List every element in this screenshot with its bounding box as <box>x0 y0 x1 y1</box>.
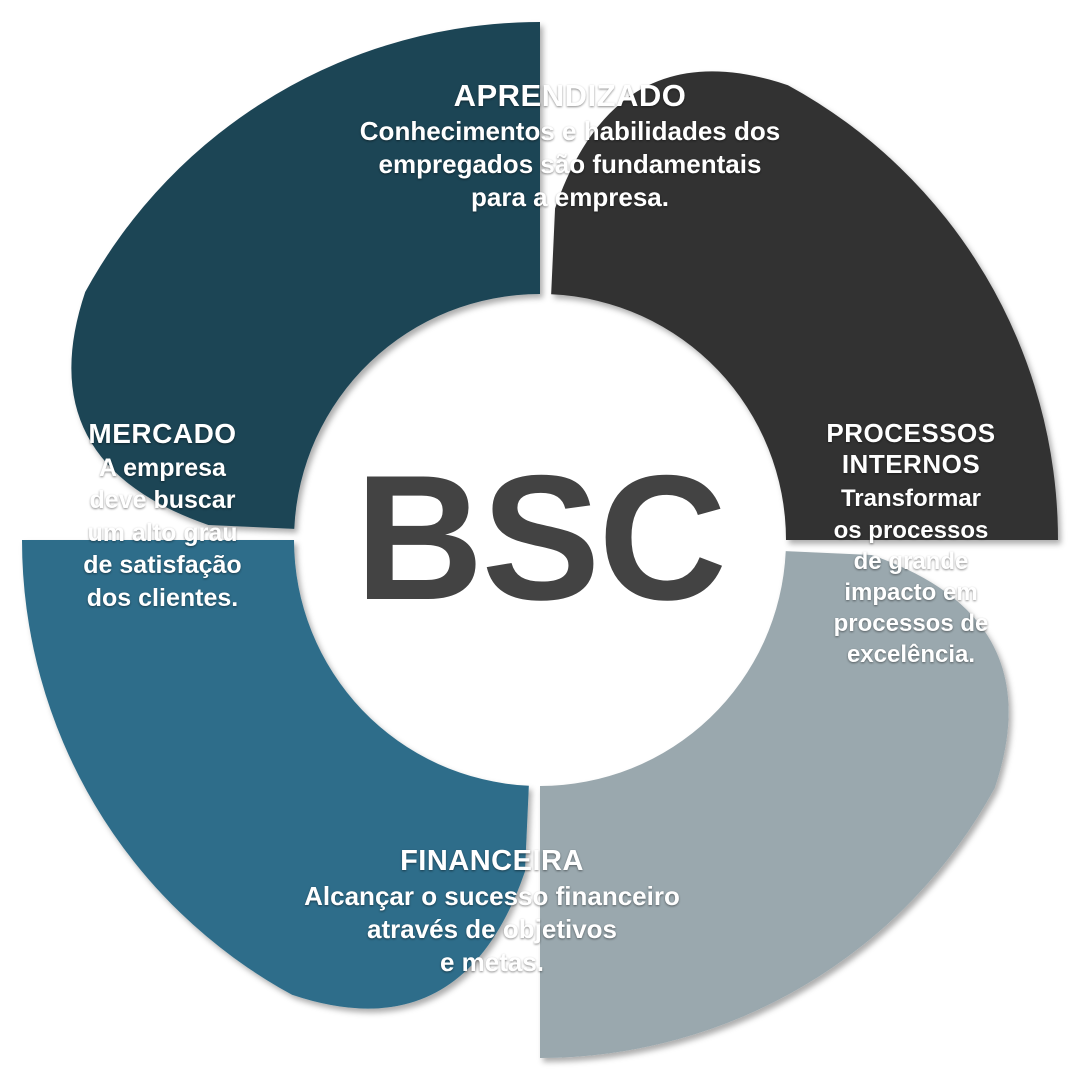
segment-body-aprendizado: Conhecimentos e habilidades dos empregad… <box>359 116 781 212</box>
center-wordmark-bsc: BSC <box>355 438 727 637</box>
segment-body-financeira: Alcançar o sucesso financeiro através de… <box>304 881 680 977</box>
segment-label-aprendizado: APRENDIZADO Conhecimentos e habilidades … <box>320 78 820 214</box>
segment-body-mercado: A empresa deve buscar um alto grau de sa… <box>83 453 242 612</box>
segment-title-processos-internos: PROCESSOS INTERNOS <box>826 418 996 480</box>
segment-title-aprendizado: APRENDIZADO <box>453 78 687 113</box>
segment-title-financeira: FINANCEIRA <box>400 845 584 877</box>
segment-title-mercado: MERCADO <box>88 418 237 449</box>
segment-financeira[interactable] <box>540 551 1009 1058</box>
segment-processos-internos[interactable] <box>551 71 1058 540</box>
segment-aprendizado[interactable] <box>71 22 540 529</box>
segment-label-processos-internos: PROCESSOS INTERNOS Transformar os proces… <box>800 418 1022 671</box>
segment-mercado[interactable] <box>22 540 529 1009</box>
segment-label-mercado: MERCADO A empresa deve buscar um alto gr… <box>55 418 270 614</box>
segment-label-financeira: FINANCEIRA Alcançar o sucesso financeiro… <box>252 845 732 978</box>
segment-body-processos-internos: Transformar os processos de grande impac… <box>833 485 989 669</box>
